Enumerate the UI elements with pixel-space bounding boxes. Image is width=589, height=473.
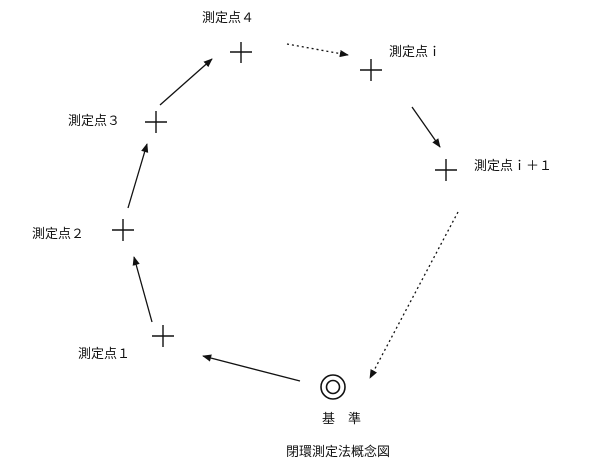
arrow-point-1-to-point-2 xyxy=(132,256,153,323)
cross-mark-point-4 xyxy=(230,42,252,63)
label-point-1: 測定点１ xyxy=(78,347,131,362)
label-point-2: 測定点２ xyxy=(32,227,85,242)
reference-mark-icon xyxy=(320,374,346,400)
arrow-point-3-to-point-4 xyxy=(159,58,213,106)
arrow-point-i-to-point-i-plus-1 xyxy=(411,106,441,148)
diagram-caption: 閉環測定法概念図 xyxy=(286,445,391,460)
label-point-4: 測定点４ xyxy=(202,11,255,26)
cross-mark-point-i xyxy=(360,59,382,81)
dotted-arrow-point-4-to-point-i xyxy=(286,43,349,58)
label-point-i: 測定点ｉ xyxy=(389,45,442,60)
label-reference: 基 準 xyxy=(322,412,362,427)
cross-mark-point-1 xyxy=(152,325,174,347)
label-point-i-plus-1: 測定点ｉ＋１ xyxy=(474,159,553,174)
label-point-3: 測定点３ xyxy=(68,114,121,129)
arrow-reference-to-point-1 xyxy=(202,354,301,382)
arrow-point-2-to-point-3 xyxy=(127,143,149,209)
cross-mark-point-3 xyxy=(145,111,167,133)
cross-mark-point-2 xyxy=(112,219,134,241)
dotted-arrow-point-i-plus-1-to-reference xyxy=(369,211,459,379)
cross-mark-point-i-plus-1 xyxy=(435,159,457,181)
